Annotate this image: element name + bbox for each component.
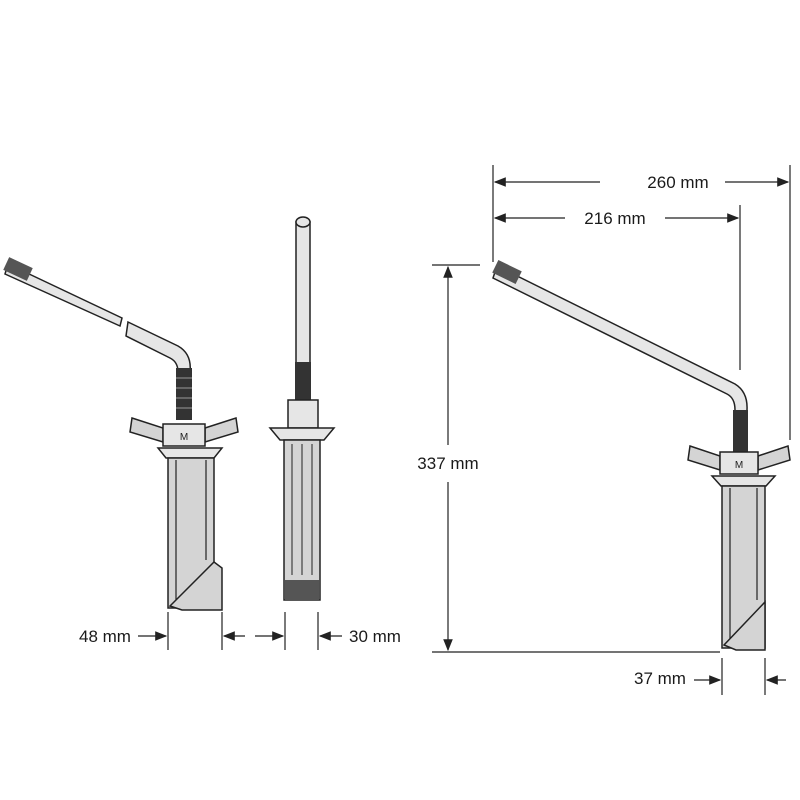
front-width-label: 30 mm [349,627,401,646]
front-view-tool [268,216,336,601]
side-depth-label: 48 mm [79,627,131,646]
main-view-tool: M [492,260,791,651]
overall-width-label: 260 mm [647,173,708,192]
svg-text:M: M [180,432,188,443]
height-label: 337 mm [417,454,478,473]
handle-reach-label: 216 mm [584,209,645,228]
side-view-tool: M [3,257,239,611]
svg-text:M: M [735,460,743,471]
body-width-label: 37 mm [634,669,686,688]
dimension-lines [138,165,791,695]
